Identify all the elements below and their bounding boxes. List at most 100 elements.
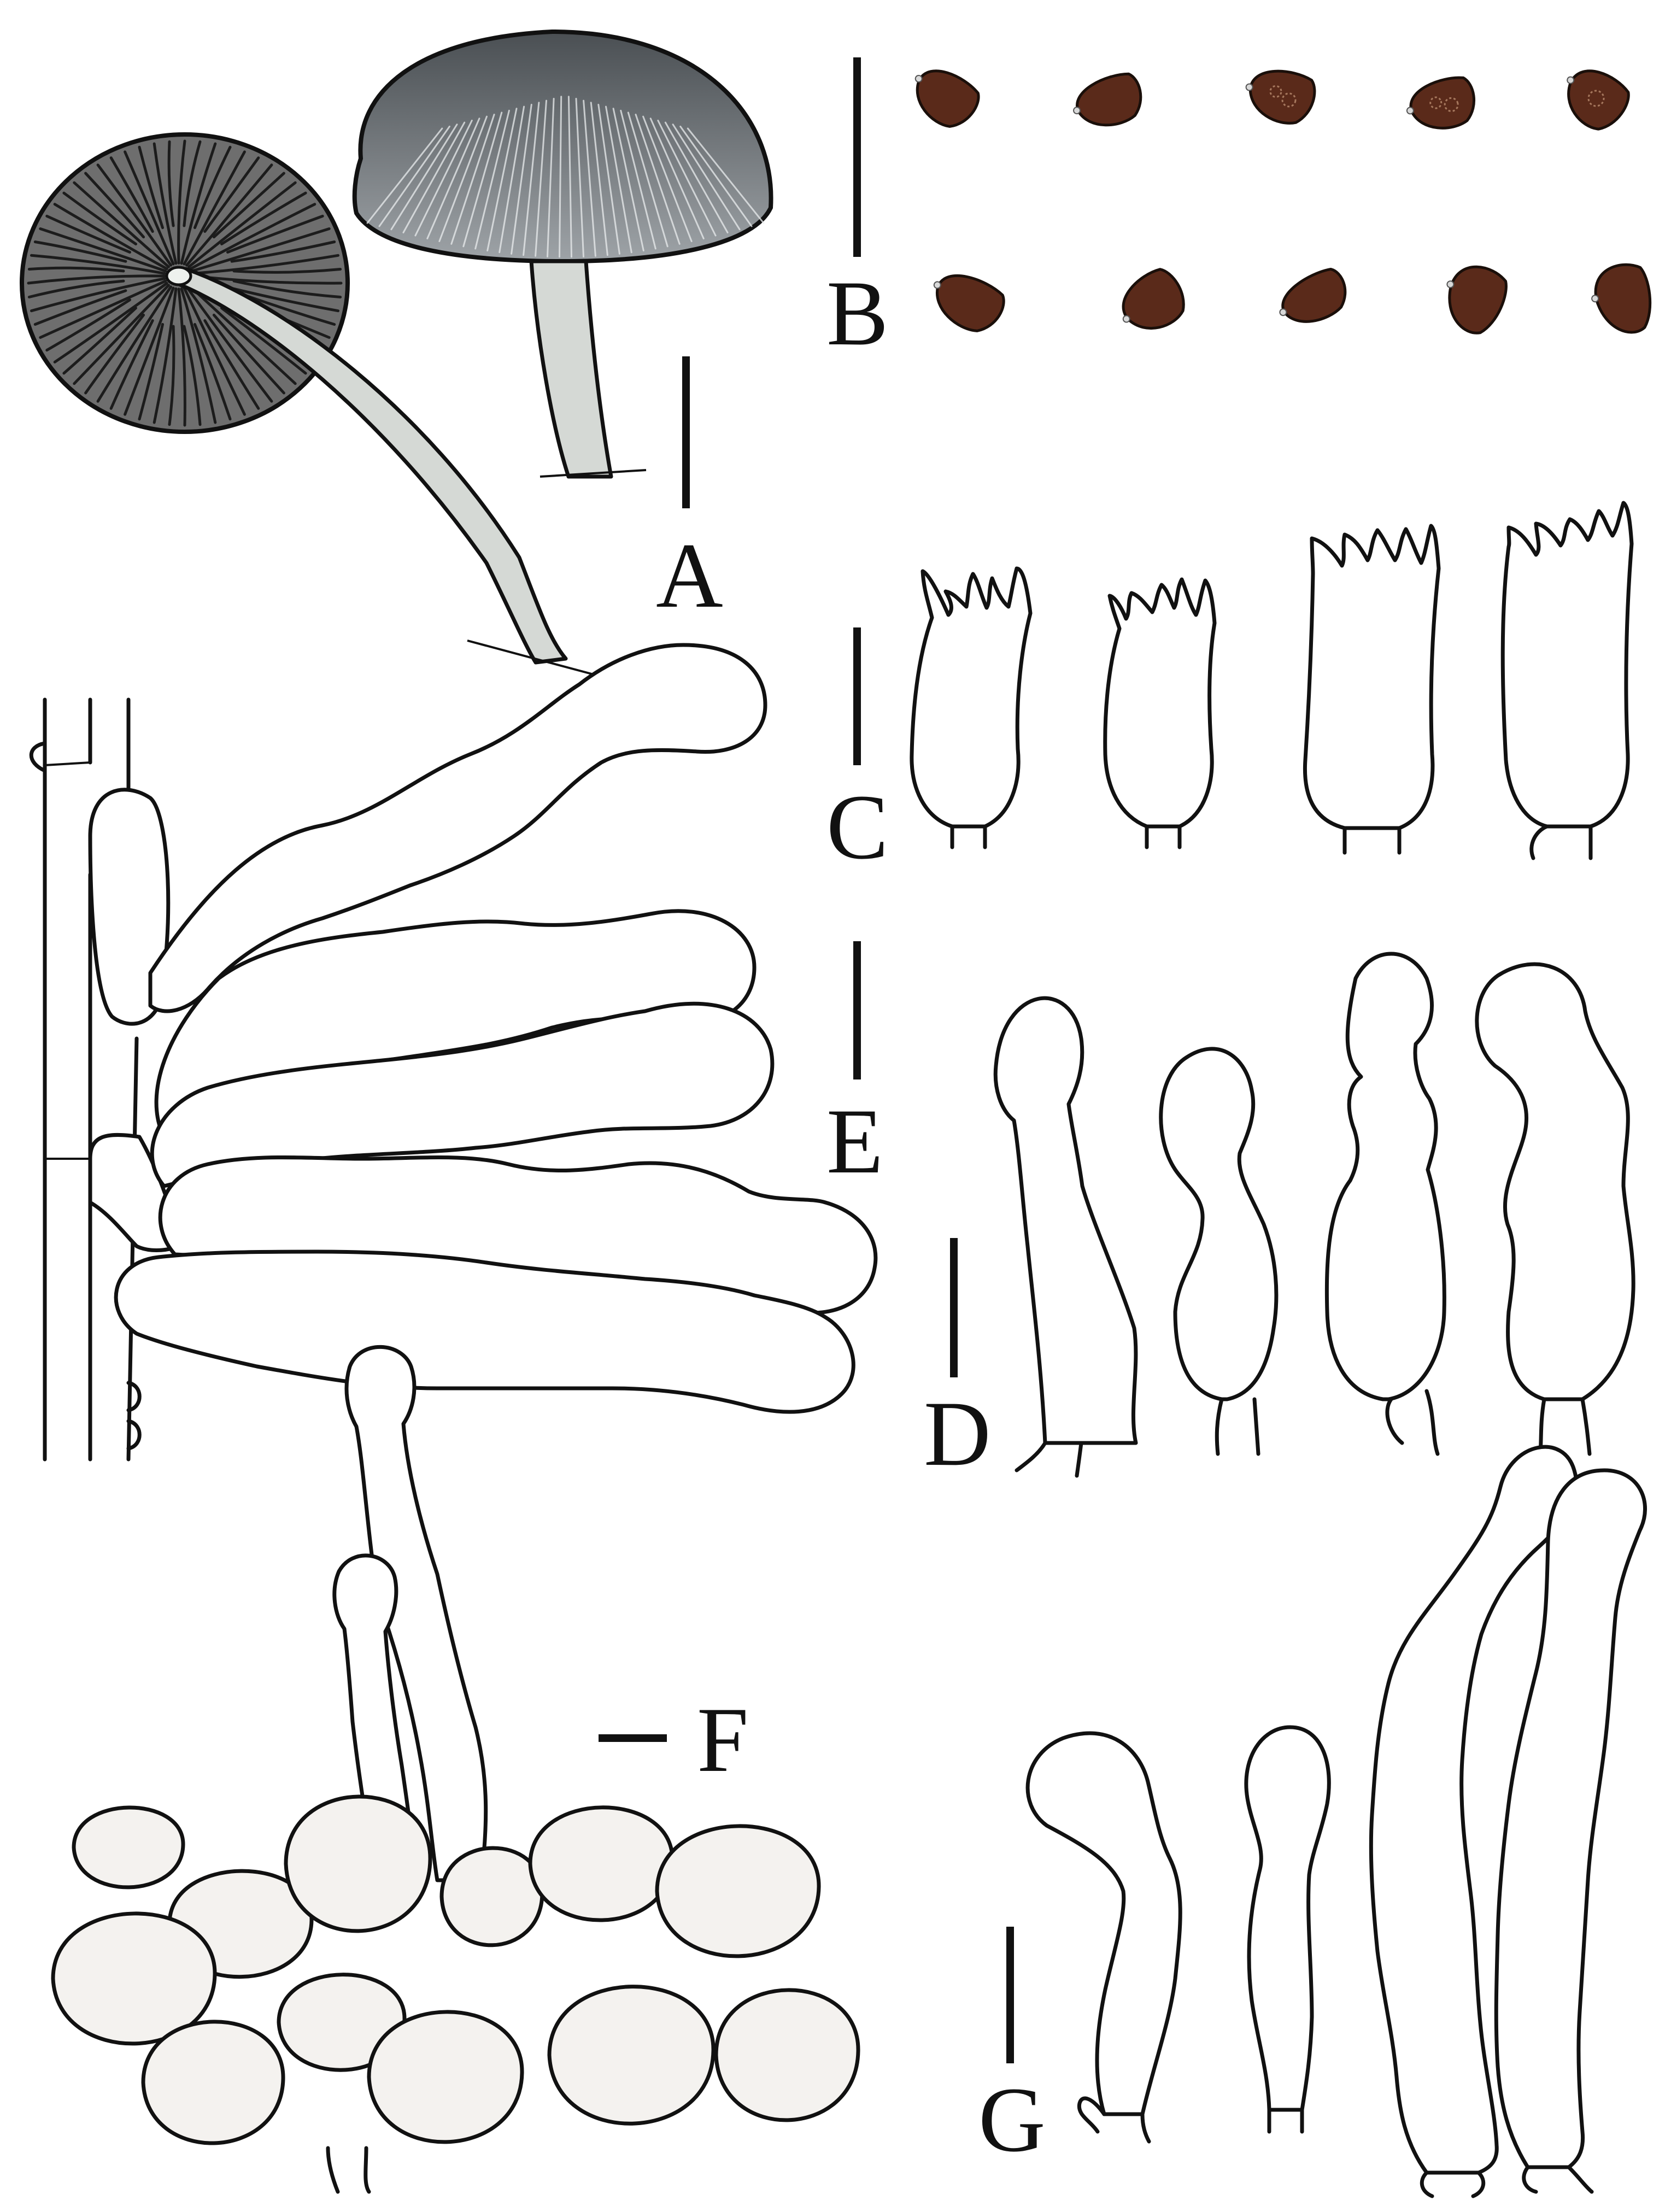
gill-line bbox=[185, 285, 273, 403]
hypodermal-cell bbox=[141, 2020, 285, 2145]
cap-stria bbox=[438, 115, 488, 242]
gill-line bbox=[84, 172, 145, 239]
cap-stria bbox=[612, 108, 644, 251]
cap-stria bbox=[499, 105, 525, 254]
germ-pore bbox=[1073, 107, 1081, 115]
basidium bbox=[910, 566, 1033, 849]
cap-stria bbox=[426, 118, 480, 239]
cheilocystidium bbox=[993, 996, 1138, 1478]
germ-pore bbox=[933, 281, 941, 289]
basidiospore bbox=[1279, 267, 1347, 323]
cap-stria bbox=[567, 96, 572, 258]
gill-line bbox=[30, 277, 166, 313]
panel-c-basidia: C bbox=[826, 501, 1634, 878]
panel-label-d: D bbox=[924, 1382, 991, 1485]
clamp bbox=[126, 1381, 142, 1412]
caulocystidium bbox=[1494, 1468, 1647, 2194]
cap-stria bbox=[583, 99, 596, 257]
cheilocystidium bbox=[1159, 1047, 1279, 1456]
gill-line bbox=[138, 322, 164, 421]
septum bbox=[44, 761, 91, 766]
cap-stria bbox=[511, 103, 532, 255]
basidiospore bbox=[933, 274, 1005, 332]
stipe-base-cut bbox=[540, 469, 647, 478]
gill-line bbox=[226, 214, 324, 254]
hypodermal-cell bbox=[51, 1911, 217, 2046]
gill-line bbox=[33, 240, 127, 263]
stipe-bent bbox=[170, 267, 568, 665]
panel-f-hypodermium: F bbox=[51, 1345, 860, 2194]
gill-line bbox=[73, 181, 170, 268]
cap-stria bbox=[390, 124, 458, 231]
panel-label-c: C bbox=[826, 776, 888, 878]
cap-stria bbox=[378, 125, 450, 227]
cap-stria bbox=[620, 109, 656, 250]
cap-stria bbox=[414, 120, 473, 237]
gill-line bbox=[168, 325, 175, 426]
cap-stria bbox=[450, 114, 495, 245]
gill-line bbox=[203, 319, 260, 410]
cap-stria bbox=[523, 102, 540, 256]
gill-line bbox=[96, 285, 172, 403]
gill-line bbox=[177, 287, 186, 427]
cap-stria bbox=[642, 115, 693, 242]
germ-pore bbox=[1245, 83, 1253, 91]
germ-pore bbox=[914, 74, 923, 83]
panel-label-b: B bbox=[826, 262, 888, 365]
basidioma-underside-view bbox=[20, 132, 596, 676]
panel-label-f: F bbox=[697, 1688, 749, 1791]
germ-pore bbox=[1122, 315, 1130, 323]
gill-line bbox=[212, 172, 285, 239]
cap-striae bbox=[366, 96, 765, 258]
gill-line bbox=[96, 163, 172, 267]
cheilocystidium bbox=[1475, 962, 1635, 1456]
panel-label-a: A bbox=[656, 524, 723, 627]
gill-line bbox=[53, 203, 168, 271]
hypodermal-cell bbox=[714, 1988, 860, 2122]
germ-pore bbox=[1446, 280, 1455, 289]
basidiospore bbox=[1245, 69, 1316, 125]
caulocystidium bbox=[1369, 1445, 1579, 2198]
gill-line bbox=[27, 279, 125, 298]
gill-line bbox=[45, 298, 131, 352]
gill-line bbox=[153, 287, 178, 424]
gill-line bbox=[194, 145, 232, 230]
gill-line bbox=[183, 286, 246, 416]
cap-stria bbox=[486, 108, 518, 251]
hypodermal-cell bbox=[72, 1805, 185, 1890]
gill-line bbox=[180, 287, 217, 424]
cap-stria bbox=[402, 121, 466, 233]
cap-stria bbox=[597, 103, 620, 255]
hypha bbox=[126, 697, 139, 1462]
hypodermal-cell bbox=[284, 1794, 432, 1933]
cap-stria bbox=[627, 112, 669, 248]
cap-stria bbox=[474, 109, 510, 250]
germ-pore bbox=[1567, 76, 1575, 84]
clamp bbox=[126, 1419, 142, 1451]
gill-line bbox=[180, 142, 217, 265]
cap-stria bbox=[664, 121, 729, 233]
panel-a-basidiomata: A bbox=[20, 29, 773, 676]
panel-e-pileipellis: E bbox=[29, 643, 883, 1462]
hypodermal-cell bbox=[367, 2010, 524, 2144]
gill-line bbox=[183, 150, 246, 266]
clamp bbox=[29, 741, 47, 773]
gill-line bbox=[30, 254, 166, 275]
gill-line bbox=[53, 281, 168, 363]
terminal-hypha bbox=[150, 1001, 775, 1188]
gill-line bbox=[194, 322, 232, 421]
gill-line bbox=[73, 284, 170, 385]
caulocystidium bbox=[1025, 1731, 1182, 2144]
hypodermal-cell bbox=[655, 1824, 821, 1958]
gill-line bbox=[39, 227, 167, 273]
cap-stria bbox=[635, 114, 681, 245]
basidiospore bbox=[1446, 265, 1508, 335]
gill-line bbox=[187, 284, 297, 385]
cap-stria bbox=[366, 127, 443, 224]
gill-line bbox=[39, 279, 167, 339]
terminal-hypha bbox=[114, 1249, 855, 1414]
gill-line bbox=[124, 150, 175, 266]
basidium bbox=[1500, 501, 1634, 860]
basidiospore bbox=[1406, 76, 1476, 130]
